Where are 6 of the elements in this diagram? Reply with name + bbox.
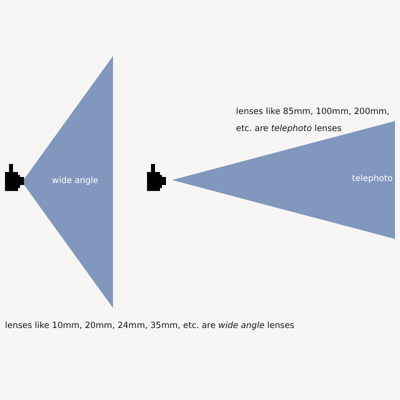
view-cone	[22, 56, 114, 308]
view-cone	[172, 121, 396, 239]
cone-label: telephoto	[352, 174, 393, 184]
note-text: lenses like 85mm, 100mm, 200mm, etc. are telephoto lenses	[236, 106, 390, 136]
cone-label: wide angle	[52, 176, 98, 186]
note-text: lenses like 10mm, 20mm, 24mm, 35mm, etc. are wide angle lenses	[5, 320, 296, 333]
